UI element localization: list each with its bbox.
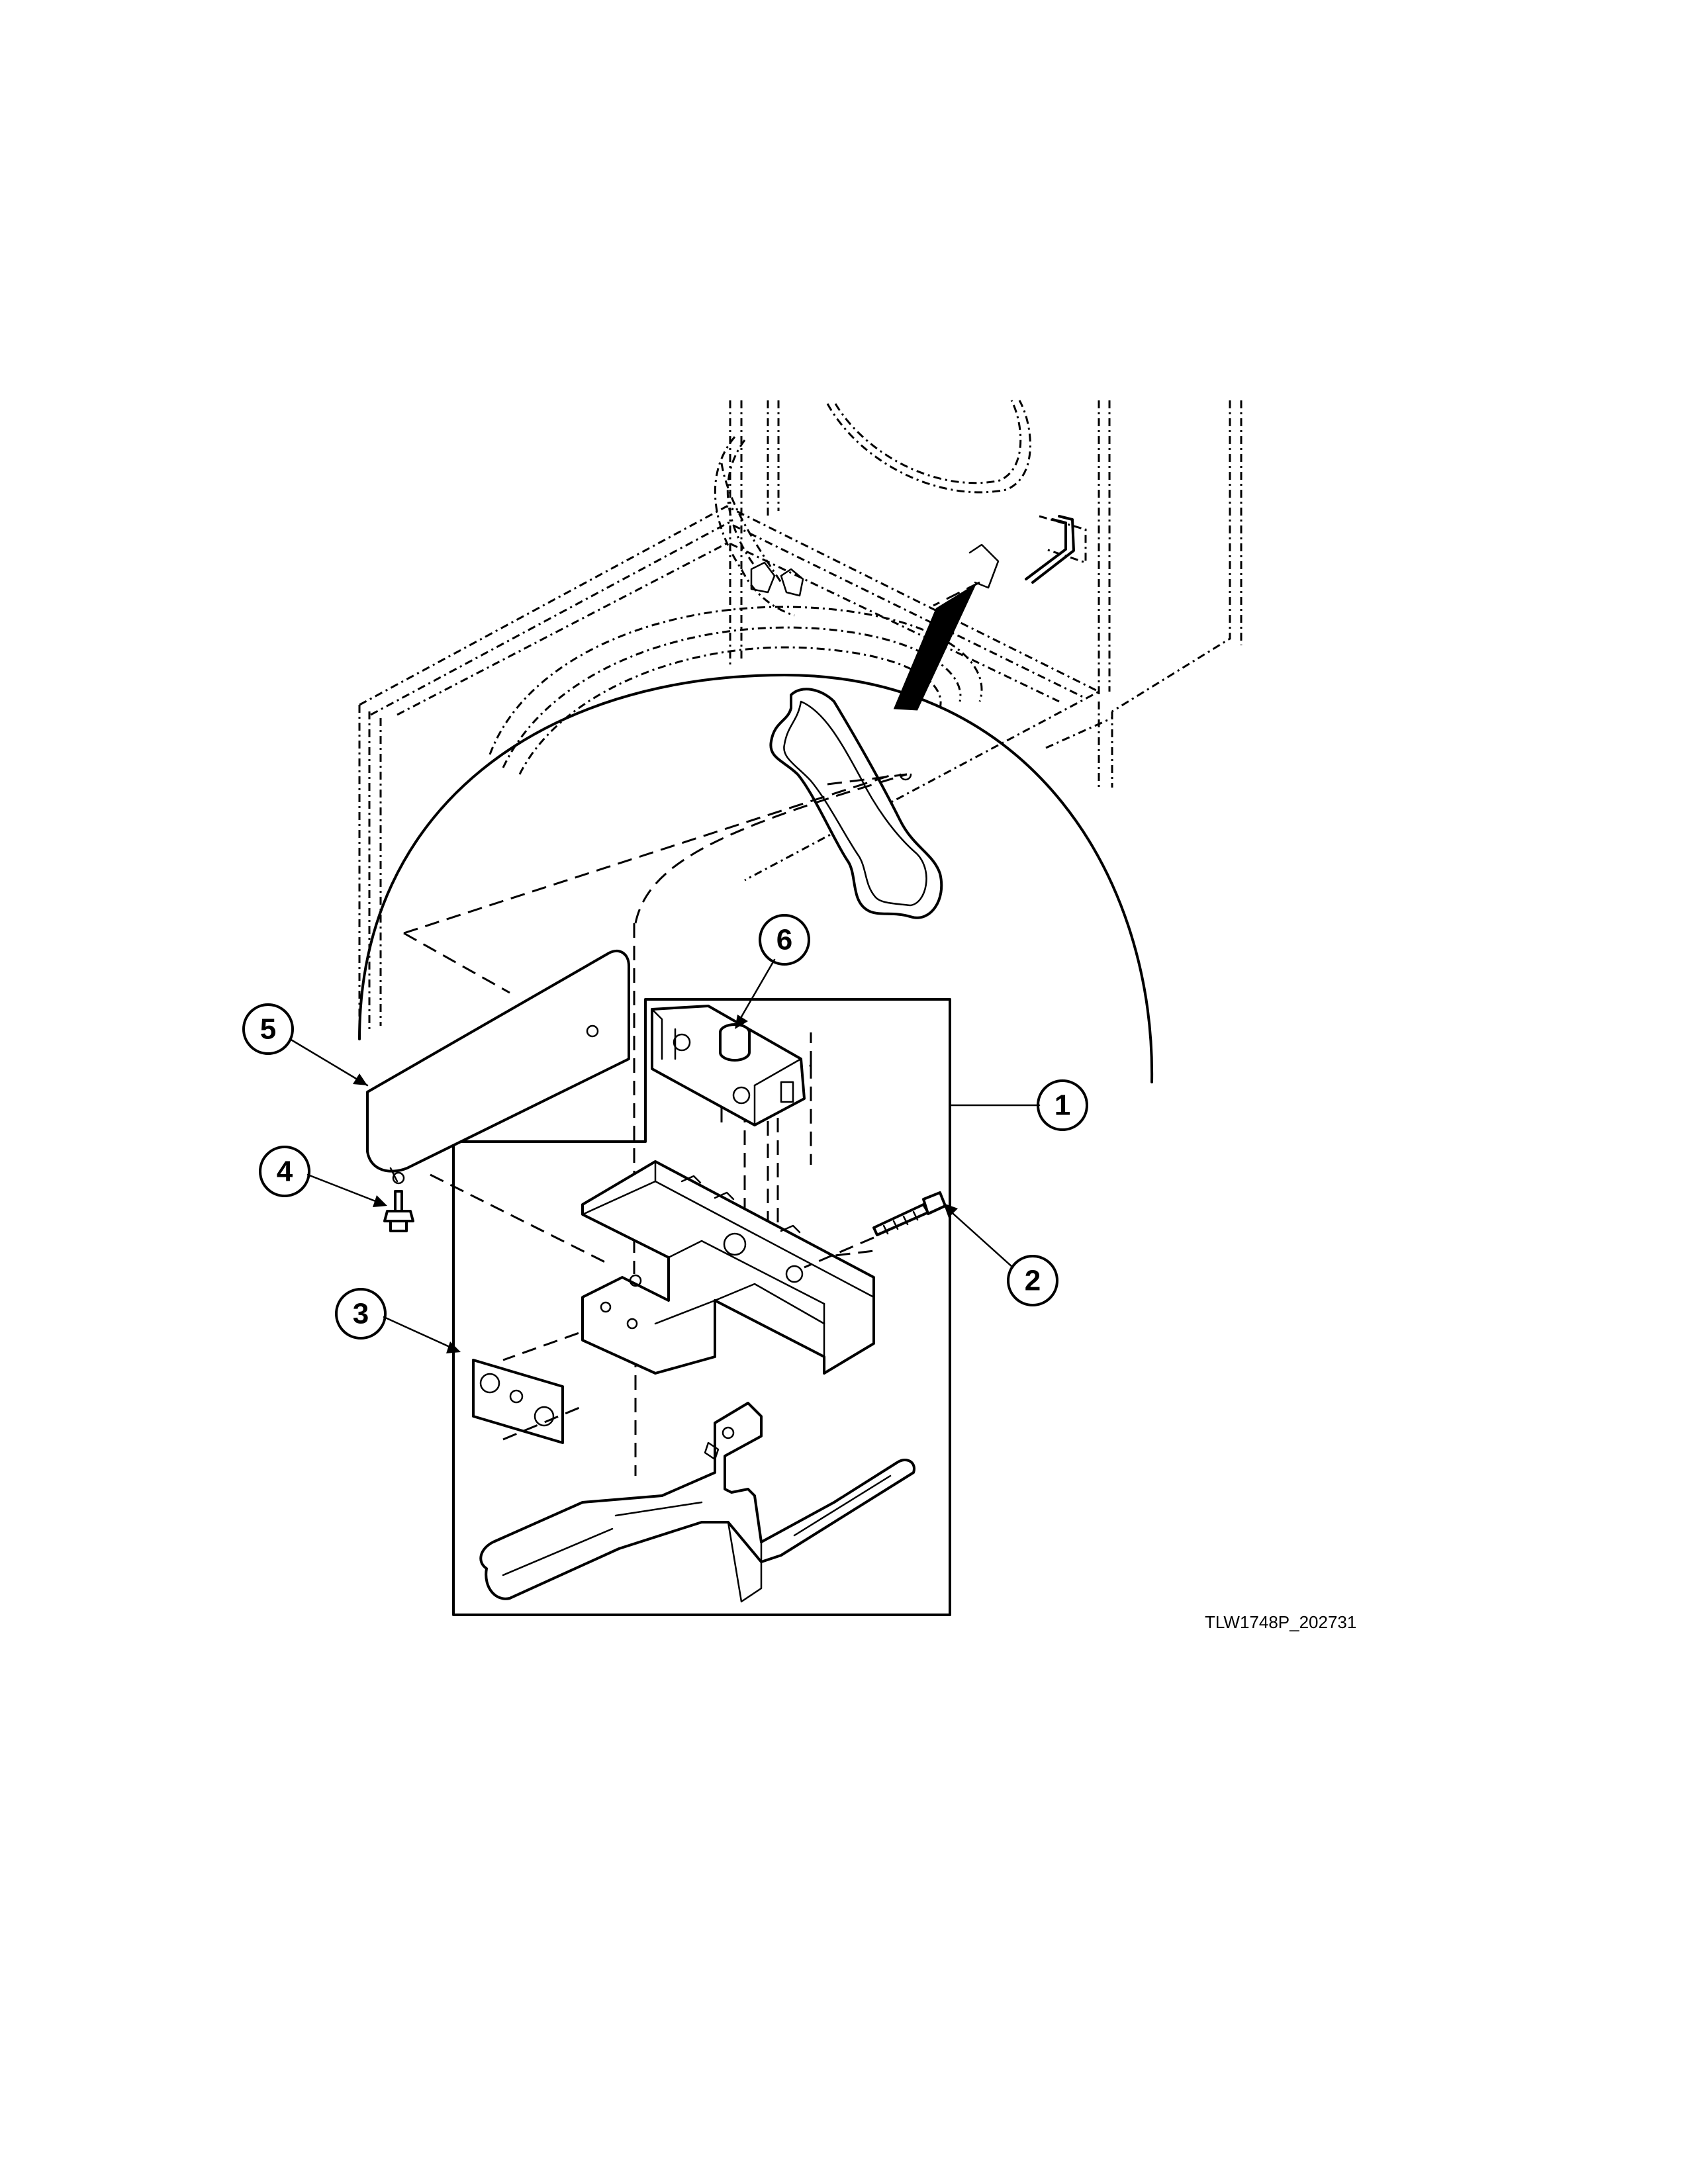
drawing-reference-code: TLW1748P_202731 bbox=[1205, 1612, 1357, 1632]
actuator-bracket bbox=[479, 1402, 915, 1603]
callout-2: 2 bbox=[1007, 1255, 1058, 1306]
callout-4: 4 bbox=[259, 1146, 310, 1197]
callout-3: 3 bbox=[335, 1288, 387, 1340]
callout-5-label: 5 bbox=[260, 1013, 276, 1046]
switch-bracket bbox=[581, 1160, 875, 1375]
washer-cabinet-phantom bbox=[358, 400, 1243, 1032]
magnifier-circle bbox=[358, 674, 1154, 1083]
screw bbox=[804, 1191, 947, 1269]
small-screw bbox=[383, 1190, 414, 1232]
callout-4-label: 4 bbox=[277, 1156, 293, 1188]
callout-1: 1 bbox=[1037, 1079, 1088, 1131]
gasket bbox=[769, 688, 943, 919]
callout-2-label: 2 bbox=[1025, 1265, 1041, 1297]
cover bbox=[366, 949, 630, 1185]
callout-6-label: 6 bbox=[776, 924, 792, 956]
callout-leaders bbox=[289, 958, 1041, 1353]
callout-6: 6 bbox=[759, 914, 810, 966]
callout-5: 5 bbox=[242, 1003, 294, 1055]
switch-assembly-box bbox=[452, 998, 951, 1616]
lid-switch bbox=[651, 1005, 806, 1126]
switch-plate bbox=[472, 1359, 583, 1444]
callout-1-label: 1 bbox=[1055, 1089, 1070, 1122]
callout-3-label: 3 bbox=[353, 1298, 369, 1330]
